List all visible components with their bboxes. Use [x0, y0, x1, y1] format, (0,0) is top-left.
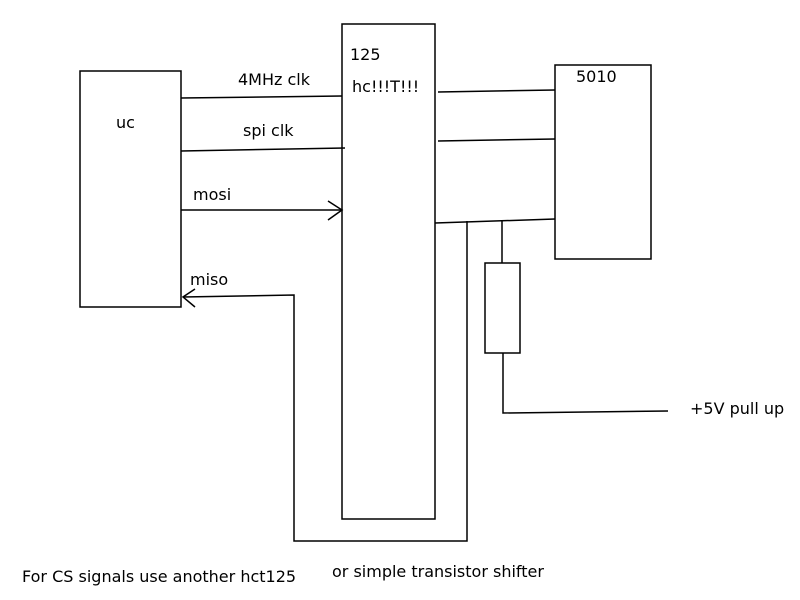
uc-label: uc: [116, 113, 135, 132]
clk-4mhz-label: 4MHz clk: [238, 70, 311, 89]
eeprom-block: [554, 64, 652, 260]
miso-label: miso: [190, 270, 228, 289]
mosi-label: mosi: [193, 185, 231, 204]
buffer-label-line1: 125: [350, 45, 381, 64]
spi-clk-wire: [180, 147, 346, 152]
uc-block: [79, 70, 182, 308]
mosi-arrow-icon: [327, 200, 344, 221]
buffer-label-line2: hc!!!T!!!: [352, 77, 419, 96]
alt-note: or simple transistor shifter: [332, 562, 544, 581]
buffer-to-eeprom-wire-2: [437, 138, 556, 142]
buffer-to-eeprom-wire-1: [437, 89, 556, 93]
cs-note: For CS signals use another hct125: [22, 567, 296, 586]
miso-arrow-icon: [181, 288, 196, 308]
pullup-label: +5V pull up: [690, 399, 784, 418]
pullup-resistor: [484, 262, 521, 354]
buffer-block: [341, 23, 436, 520]
miso-wire: [182, 221, 468, 542]
buffer-to-eeprom-wire-3: [434, 218, 556, 224]
eeprom-label: 5010: [576, 67, 617, 86]
spi-clk-label: spi clk: [243, 121, 294, 140]
clk-4mhz-wire: [180, 95, 343, 99]
resistor-bottom-lead: [502, 353, 669, 414]
